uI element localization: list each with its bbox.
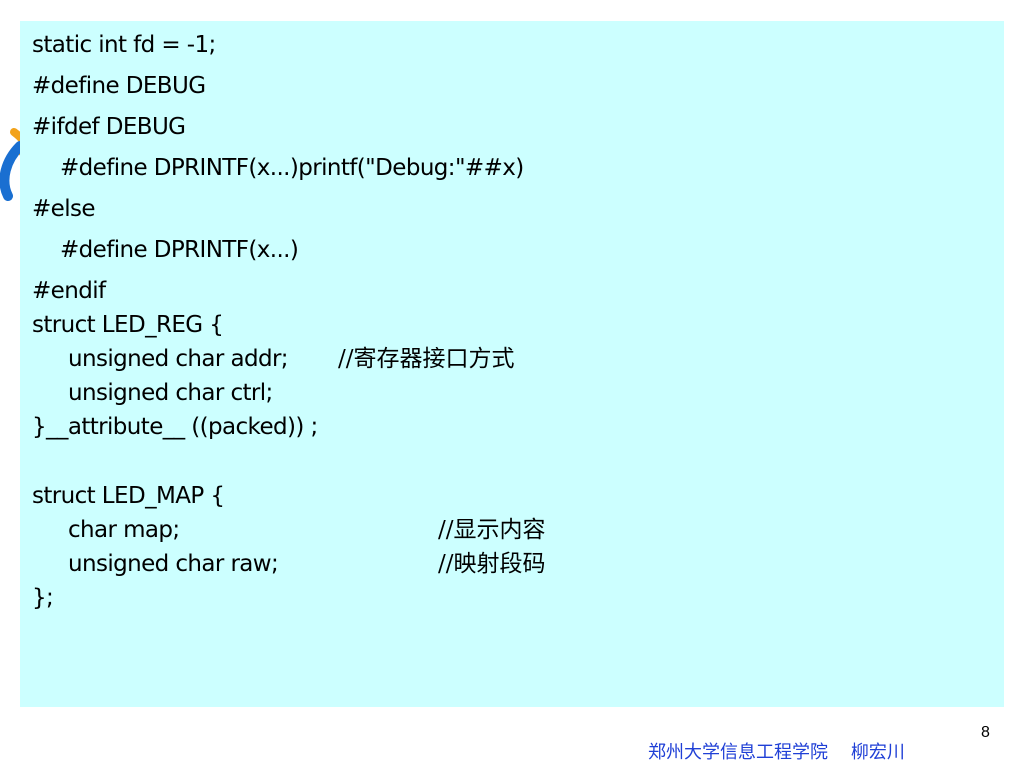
code-line: #ifdef DEBUG	[32, 114, 186, 140]
code-line: struct LED_MAP {	[32, 483, 225, 509]
code-comment: //映射段码	[438, 551, 546, 577]
code-line: char map;	[68, 517, 180, 543]
code-comment: //寄存器接口方式	[338, 346, 515, 372]
footer-organization: 郑州大学信息工程学院 柳宏川	[648, 742, 905, 763]
code-line: unsigned char raw;	[68, 551, 279, 577]
code-line: #else	[32, 196, 96, 222]
page-number: 8	[981, 724, 990, 741]
code-line: #define DPRINTF(x...)printf("Debug:"##x)	[60, 155, 524, 181]
code-line: static int fd = -1;	[32, 32, 216, 58]
code-line: }__attribute__ ((packed)) ;	[32, 414, 318, 440]
code-line: unsigned char ctrl;	[68, 380, 273, 406]
code-line: #endif	[32, 278, 106, 304]
code-line: #define DPRINTF(x...)	[60, 237, 299, 263]
code-comment: //显示内容	[438, 517, 546, 543]
code-line: unsigned char addr;	[68, 346, 289, 372]
code-line: };	[32, 585, 54, 611]
code-line: #define DEBUG	[32, 73, 206, 99]
code-line: struct LED_REG {	[32, 312, 224, 338]
code-panel: static int fd = -1; #define DEBUG #ifdef…	[20, 21, 1004, 707]
